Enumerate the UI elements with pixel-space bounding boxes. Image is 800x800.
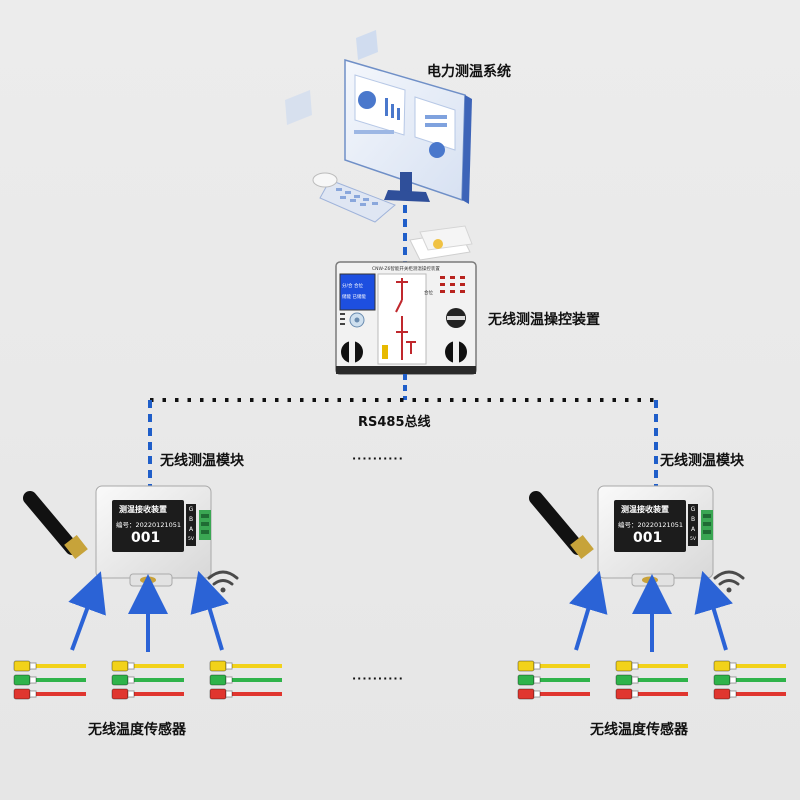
module-label-left: 无线测温模块 xyxy=(160,453,244,469)
temperature-sensor xyxy=(13,688,86,700)
temperature-sensor xyxy=(111,674,184,686)
controller-panel-header: CNW-Z6智能开关柜测温操控装置 xyxy=(372,267,440,272)
module-side-tags-right: G B A 5V xyxy=(690,506,696,542)
sensor-label-right: 无线温度传感器 xyxy=(590,722,688,738)
temperature-sensor xyxy=(517,674,590,686)
sensor-group-layer xyxy=(13,660,786,700)
sensor-label-left: 无线温度传感器 xyxy=(88,722,186,738)
module-device-right xyxy=(529,485,714,587)
temperature-sensor xyxy=(209,660,282,672)
wifi-icon xyxy=(207,570,239,593)
signal-arrows-left xyxy=(68,570,229,652)
module-device-left xyxy=(23,485,212,587)
controller-device xyxy=(335,261,477,375)
module-display-right: 001 xyxy=(633,530,663,546)
temperature-sensor xyxy=(111,688,184,700)
temperature-sensor xyxy=(615,660,688,672)
system-title: 电力测温系统 xyxy=(427,64,511,80)
ellipsis-bottom: ·········· xyxy=(352,672,404,685)
wifi-icon xyxy=(713,570,745,593)
controller-label: 无线测温操控装置 xyxy=(488,312,600,328)
temperature-sensor xyxy=(713,674,786,686)
temperature-sensor xyxy=(209,688,282,700)
temperature-sensor xyxy=(713,688,786,700)
module-side-tags-left: G B A 5V xyxy=(188,506,194,542)
temperature-sensor xyxy=(615,688,688,700)
bus-label: RS485总线 xyxy=(358,415,431,430)
temperature-sensor xyxy=(615,674,688,686)
temperature-sensor xyxy=(209,674,282,686)
module-serial-left: 编号：20220121051 xyxy=(116,521,181,529)
controller-screen-line2: 储能 已储能 xyxy=(342,295,366,300)
temperature-sensor xyxy=(13,674,86,686)
computer-illustration xyxy=(285,30,473,261)
signal-arrows-right xyxy=(569,570,733,652)
controller-indicator-text: 合位 xyxy=(424,291,433,296)
temperature-sensor xyxy=(713,660,786,672)
temperature-sensor xyxy=(111,660,184,672)
temperature-sensor xyxy=(517,660,590,672)
module-display-left: 001 xyxy=(131,530,161,546)
ellipsis-top: ·········· xyxy=(352,452,404,465)
module-panel-title-right: 测温接收装置 xyxy=(621,505,669,514)
temperature-sensor xyxy=(13,660,86,672)
controller-screen-line1: 分/合 合位 xyxy=(342,284,363,289)
module-panel-title-left: 测温接收装置 xyxy=(119,505,167,514)
temperature-sensor xyxy=(517,688,590,700)
module-serial-right: 编号：20220121051 xyxy=(618,521,683,529)
module-label-right: 无线测温模块 xyxy=(660,453,744,469)
